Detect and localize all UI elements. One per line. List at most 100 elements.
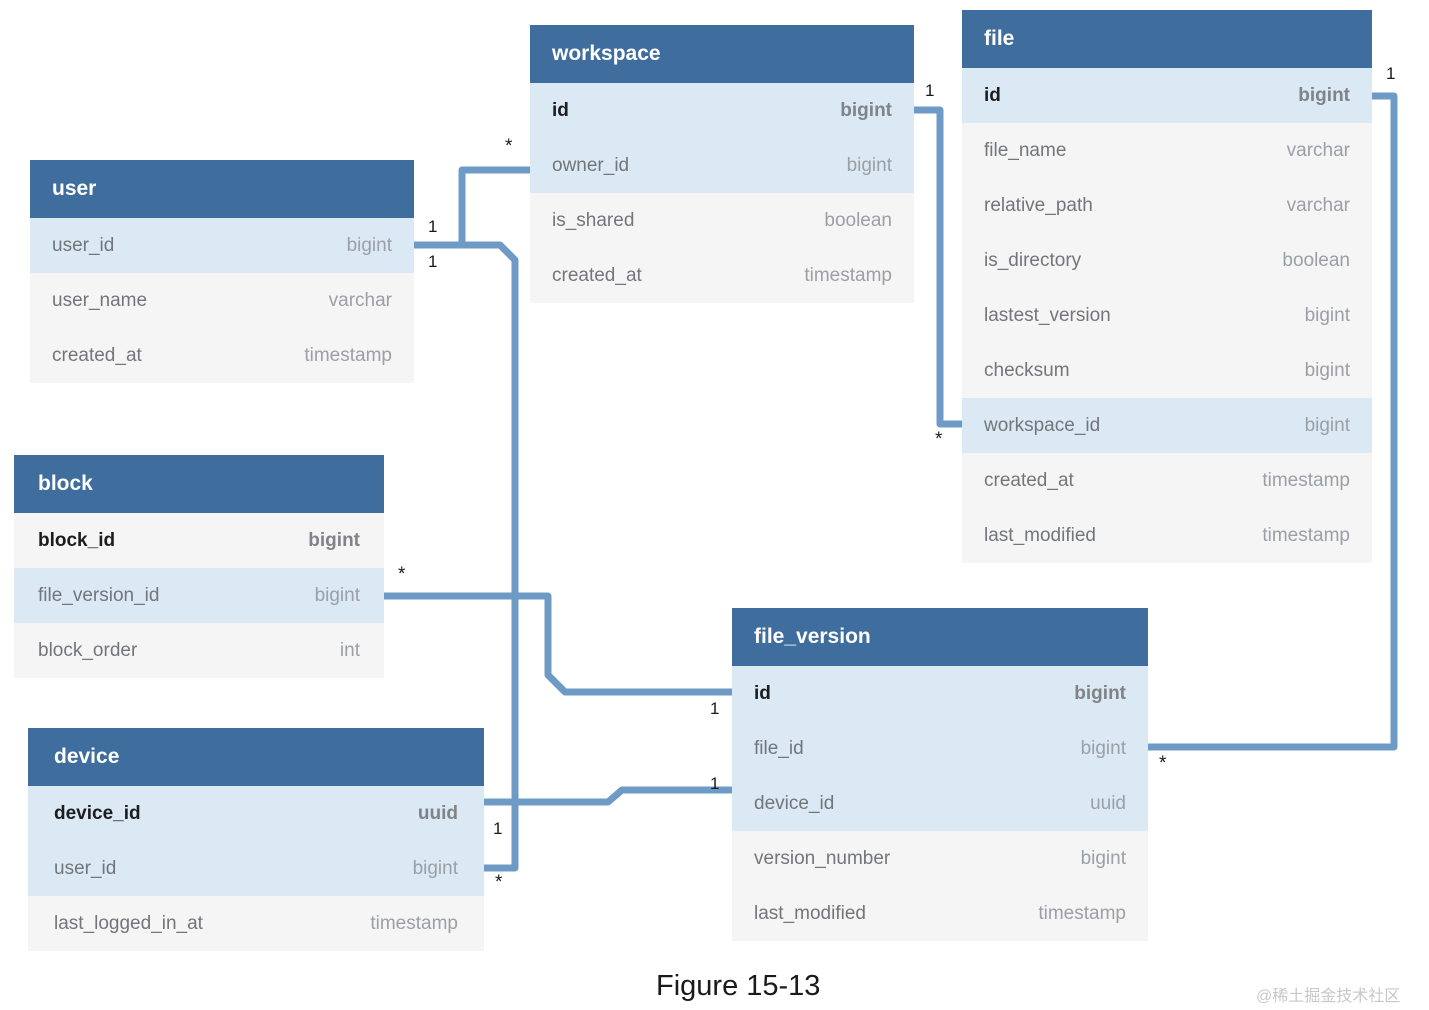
entity-file-row-relative_path[interactable]: relative_path varchar xyxy=(962,178,1372,233)
column-name: created_at xyxy=(552,264,642,286)
column-name: is_shared xyxy=(552,209,635,231)
entity-device-row-last_logged_in_at[interactable]: last_logged_in_at timestamp xyxy=(28,896,484,951)
column-type: bigint xyxy=(412,857,458,879)
entity-device[interactable]: device device_id uuid user_id bigint las… xyxy=(28,728,484,951)
column-type: bigint xyxy=(1304,304,1350,326)
entity-file-row-workspace_id[interactable]: workspace_id bigint xyxy=(962,398,1372,453)
column-name: owner_id xyxy=(552,154,630,176)
entity-block-row-block_id[interactable]: block_id bigint xyxy=(14,513,384,568)
column-type: bigint xyxy=(346,234,392,256)
entity-file[interactable]: file id bigint file_name varchar relativ… xyxy=(962,10,1372,563)
entity-workspace-row-id[interactable]: id bigint xyxy=(530,83,914,138)
wire-device-fileversion xyxy=(480,786,736,806)
entity-file_version-row-id[interactable]: id bigint xyxy=(732,666,1148,721)
column-type: bigint xyxy=(1304,414,1350,436)
column-type: boolean xyxy=(824,209,892,231)
entity-block-row-file_version_id[interactable]: file_version_id bigint xyxy=(14,568,384,623)
column-name: checksum xyxy=(984,359,1070,381)
entity-file_version-title: file_version xyxy=(754,625,871,648)
column-type: bigint xyxy=(1298,84,1350,106)
column-name: block_id xyxy=(38,529,116,551)
column-name: id xyxy=(552,99,569,121)
wire-fileversion-block xyxy=(380,592,736,696)
entity-workspace-title: workspace xyxy=(552,42,661,65)
column-type: bigint xyxy=(308,529,360,551)
column-type: bigint xyxy=(314,584,360,606)
column-name: workspace_id xyxy=(984,414,1101,436)
column-name: relative_path xyxy=(984,194,1093,216)
entity-file-row-lastest_version[interactable]: lastest_version bigint xyxy=(962,288,1372,343)
column-name: version_number xyxy=(754,847,891,869)
entity-user-row-user_id[interactable]: user_id bigint xyxy=(30,218,414,273)
column-name: device_id xyxy=(54,802,141,824)
entity-file-row-file_name[interactable]: file_name varchar xyxy=(962,123,1372,178)
cardinality-label: * xyxy=(495,872,503,893)
entity-file-row-created_at[interactable]: created_at timestamp xyxy=(962,453,1372,508)
entity-user-row-created_at[interactable]: created_at timestamp xyxy=(30,328,414,383)
column-type: varchar xyxy=(1286,139,1350,161)
column-name: created_at xyxy=(52,344,142,366)
entity-user-row-user_name[interactable]: user_name varchar xyxy=(30,273,414,328)
entity-user[interactable]: user user_id bigint user_name varchar cr… xyxy=(30,160,414,383)
entity-block-title-bar: block xyxy=(14,455,384,513)
cardinality-label: 1 xyxy=(493,819,503,838)
entity-user-title: user xyxy=(52,177,97,200)
column-name: id xyxy=(984,84,1001,106)
entity-block-title: block xyxy=(38,472,93,495)
entity-file-row-last_modified[interactable]: last_modified timestamp xyxy=(962,508,1372,563)
column-type: bigint xyxy=(1304,359,1350,381)
entity-file_version[interactable]: file_version id bigint file_id bigint de… xyxy=(732,608,1148,941)
column-type: bigint xyxy=(1080,737,1126,759)
entity-device-row-user_id[interactable]: user_id bigint xyxy=(28,841,484,896)
entity-file-row-checksum[interactable]: checksum bigint xyxy=(962,343,1372,398)
column-name: user_name xyxy=(52,289,148,311)
column-name: file_version_id xyxy=(38,584,160,606)
cardinality-label: * xyxy=(398,564,406,585)
entity-workspace[interactable]: workspace id bigint owner_id bigint is_s… xyxy=(530,25,914,303)
column-type: timestamp xyxy=(1262,469,1350,491)
cardinality-label: * xyxy=(935,429,943,450)
cardinality-label: * xyxy=(505,136,513,157)
entity-file-title-bar: file xyxy=(962,10,1372,68)
cardinality-label: 1 xyxy=(428,217,438,236)
entity-file-title: file xyxy=(984,27,1015,50)
cardinality-label: 1 xyxy=(428,252,438,271)
column-type: bigint xyxy=(840,99,892,121)
entity-user-title-bar: user xyxy=(30,160,414,218)
entity-device-row-device_id[interactable]: device_id uuid xyxy=(28,786,484,841)
column-type: bigint xyxy=(1074,682,1126,704)
entity-file_version-title-bar: file_version xyxy=(732,608,1148,666)
column-type: timestamp xyxy=(804,264,892,286)
entity-file_version-row-last_modified[interactable]: last_modified timestamp xyxy=(732,886,1148,941)
entity-workspace-row-owner_id[interactable]: owner_id bigint xyxy=(530,138,914,193)
entity-workspace-row-is_shared[interactable]: is_shared boolean xyxy=(530,193,914,248)
entity-file_version-row-device_id[interactable]: device_id uuid xyxy=(732,776,1148,831)
column-type: timestamp xyxy=(1038,902,1126,924)
column-name: file_id xyxy=(754,737,804,759)
entity-file-row-id[interactable]: id bigint xyxy=(962,68,1372,123)
cardinality-label: 1 xyxy=(1386,64,1396,83)
figure-caption: Figure 15-13 xyxy=(656,970,821,1002)
entity-block[interactable]: block block_id bigint file_version_id bi… xyxy=(14,455,384,678)
column-name: last_modified xyxy=(754,902,866,924)
wire-workspace-file xyxy=(910,106,966,428)
column-name: last_logged_in_at xyxy=(54,912,203,934)
column-name: device_id xyxy=(754,792,835,814)
column-name: last_modified xyxy=(984,524,1096,546)
column-name: created_at xyxy=(984,469,1074,491)
entity-file_version-row-version_number[interactable]: version_number bigint xyxy=(732,831,1148,886)
entity-file_version-row-file_id[interactable]: file_id bigint xyxy=(732,721,1148,776)
watermark-label: @稀土掘金技术社区 xyxy=(1256,988,1401,1005)
column-type: timestamp xyxy=(304,344,392,366)
entity-workspace-title-bar: workspace xyxy=(530,25,914,83)
entity-block-row-block_order[interactable]: block_order int xyxy=(14,623,384,678)
column-type: bigint xyxy=(846,154,892,176)
entity-device-title: device xyxy=(54,745,120,768)
entity-workspace-row-created_at[interactable]: created_at timestamp xyxy=(530,248,914,303)
column-type: varchar xyxy=(328,289,392,311)
column-name: user_id xyxy=(52,234,115,256)
column-name: user_id xyxy=(54,857,117,879)
entity-file-row-is_directory[interactable]: is_directory boolean xyxy=(962,233,1372,288)
column-type: uuid xyxy=(417,802,458,824)
